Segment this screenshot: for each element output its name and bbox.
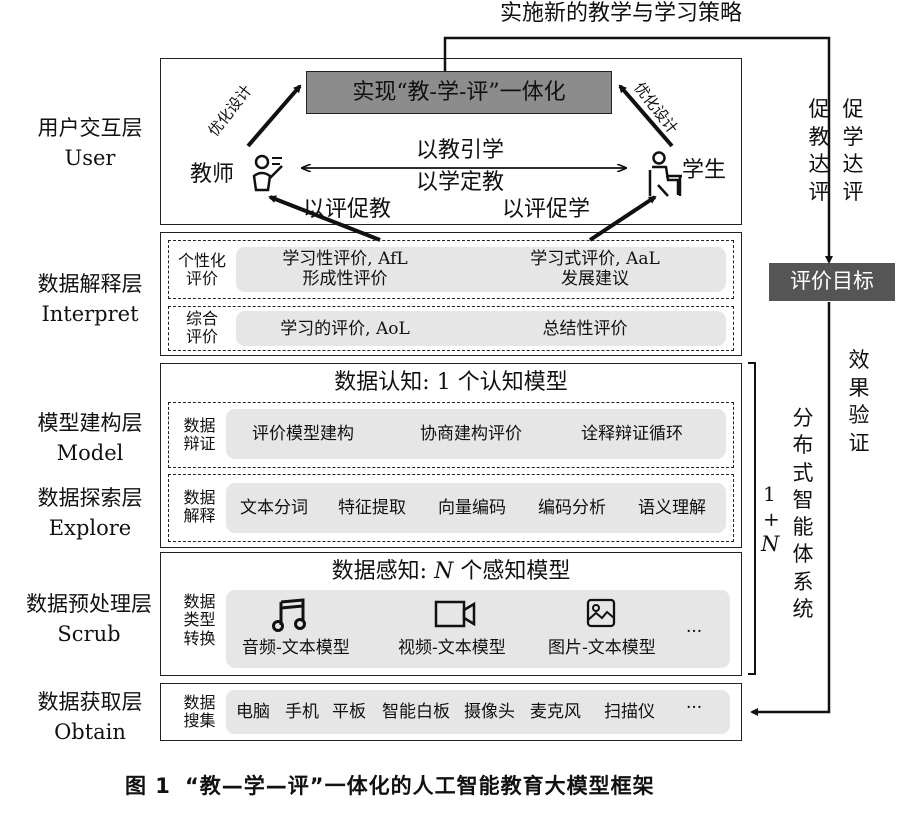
student-label: 学生	[682, 158, 727, 183]
eval-target-box	[769, 263, 895, 301]
layer-explore: 数据探索层 Explore	[10, 483, 170, 544]
layer-scrub: 数据预处理层 Scrub	[0, 589, 178, 650]
image-icon	[586, 598, 616, 628]
layer-model: 模型建构层 Model	[10, 408, 170, 469]
distributed-agent-system: 分 布 式 智 能 体 系 统	[792, 406, 814, 622]
caption-text: “教—学—评”一体化的人工智能教育大模型框架	[185, 774, 655, 798]
layer-model-cn: 模型建构层	[37, 411, 143, 435]
device-scanner: 扫描仪	[604, 702, 655, 722]
interp-item-3: 向量编码	[438, 498, 506, 518]
obtain-pill	[226, 690, 730, 734]
plus-label: +	[763, 507, 780, 531]
video-camera-icon	[434, 600, 476, 628]
n-label: N	[761, 532, 780, 556]
layer-explore-cn: 数据探索层	[37, 486, 143, 510]
personal-eval-label: 个性化 评价	[177, 251, 226, 289]
perception-pill	[226, 590, 730, 668]
mid-line1: 以教引学	[415, 138, 504, 163]
layer-obtain: 数据获取层 Obtain	[10, 687, 170, 748]
summative-text: 总结性评价	[542, 319, 628, 339]
arg-item-3: 诠释辩证循环	[581, 424, 683, 444]
device-microphone: 麦克风	[530, 702, 581, 722]
goal-text: 实现“教-学-评”一体化	[352, 80, 566, 105]
promote-learn-label: 以评促学	[502, 197, 591, 222]
argument-group	[168, 402, 734, 468]
layer-interpret: 数据解释层 Interpret	[10, 269, 170, 330]
music-note-icon	[272, 598, 306, 632]
layer-explore-en: Explore	[48, 516, 132, 541]
teacher-label: 教师	[190, 162, 235, 187]
layer-user: 用户交互层 User	[10, 113, 170, 174]
summary-eval-group	[168, 306, 734, 351]
obtain-ellipsis: ···	[686, 698, 703, 718]
interp-item-1: 文本分词	[240, 498, 308, 518]
one-label: 1	[763, 482, 776, 506]
aol-text: 学习的评价, AoL	[280, 319, 410, 339]
video-text-model: 视频-文本模型	[398, 638, 506, 658]
collect-label: 数据 搜集	[183, 693, 216, 731]
layer-obtain-en: Obtain	[54, 720, 126, 745]
argument-pill	[226, 409, 726, 459]
summary-eval-pill	[236, 311, 726, 346]
eval-target-text: 评价目标	[790, 269, 874, 293]
perception-title-n: N	[434, 559, 454, 584]
development-text: 发展建议	[561, 269, 629, 289]
layer-user-en: User	[64, 146, 116, 171]
afl-text: 学习性评价, AfL	[282, 249, 408, 269]
device-computer: 电脑	[236, 702, 270, 722]
interpretation-pill	[226, 483, 726, 533]
interp-item-5: 语义理解	[638, 498, 706, 518]
interp-item-2: 特征提取	[338, 498, 406, 518]
cognition-title: 数据认知: 1 个认知模型	[334, 370, 568, 395]
perception-title: 数据感知: N 个感知模型	[160, 561, 742, 583]
image-text-model: 图片-文本模型	[548, 638, 656, 658]
layer-interpret-cn: 数据解释层	[37, 272, 143, 296]
device-whiteboard: 智能白板	[382, 702, 450, 722]
audio-text-model: 音频-文本模型	[242, 638, 350, 658]
layer-model-en: Model	[56, 441, 124, 466]
summary-eval-label: 综合 评价	[185, 309, 218, 347]
mid-line2: 以学定教	[415, 170, 504, 195]
layer-user-cn: 用户交互层	[37, 116, 143, 140]
distributed-bracket	[748, 362, 756, 675]
layer-scrub-en: Scrub	[57, 622, 121, 647]
interp-item-4: 编码分析	[538, 498, 606, 518]
formative-text: 形成性评价	[302, 269, 388, 289]
effect-verify: 效 果 验 证	[848, 348, 870, 456]
arg-item-2: 协商建构评价	[420, 424, 522, 444]
perception-title-post: 个感知模型	[453, 559, 571, 584]
device-tablet: 平板	[332, 702, 366, 722]
layer-interpret-en: Interpret	[41, 302, 139, 327]
strategy-label: 实施新的教学与学习策略	[500, 1, 743, 26]
promote-teach-eval: 促 教 达 评	[808, 97, 830, 205]
promote-teach-label: 以评促教	[303, 197, 392, 222]
perception-title-pre: 数据感知:	[331, 559, 435, 584]
interpretation-label: 数据 解释	[183, 488, 216, 526]
layer-obtain-cn: 数据获取层	[37, 690, 143, 714]
arg-item-1: 评价模型建构	[252, 424, 354, 444]
device-camera: 摄像头	[464, 702, 515, 722]
perception-ellipsis: ···	[686, 622, 703, 642]
layer-scrub-cn: 数据预处理层	[26, 592, 152, 616]
caption-number: 图 1	[125, 774, 171, 798]
type-convert-label: 数据 类型 转换	[183, 592, 216, 648]
interpretation-group	[168, 474, 734, 542]
argument-label: 数据 辩证	[183, 416, 216, 454]
aal-text: 学习式评价, AaL	[530, 249, 660, 269]
promote-learn-eval: 促 学 达 评	[842, 97, 864, 205]
device-phone: 手机	[285, 702, 319, 722]
